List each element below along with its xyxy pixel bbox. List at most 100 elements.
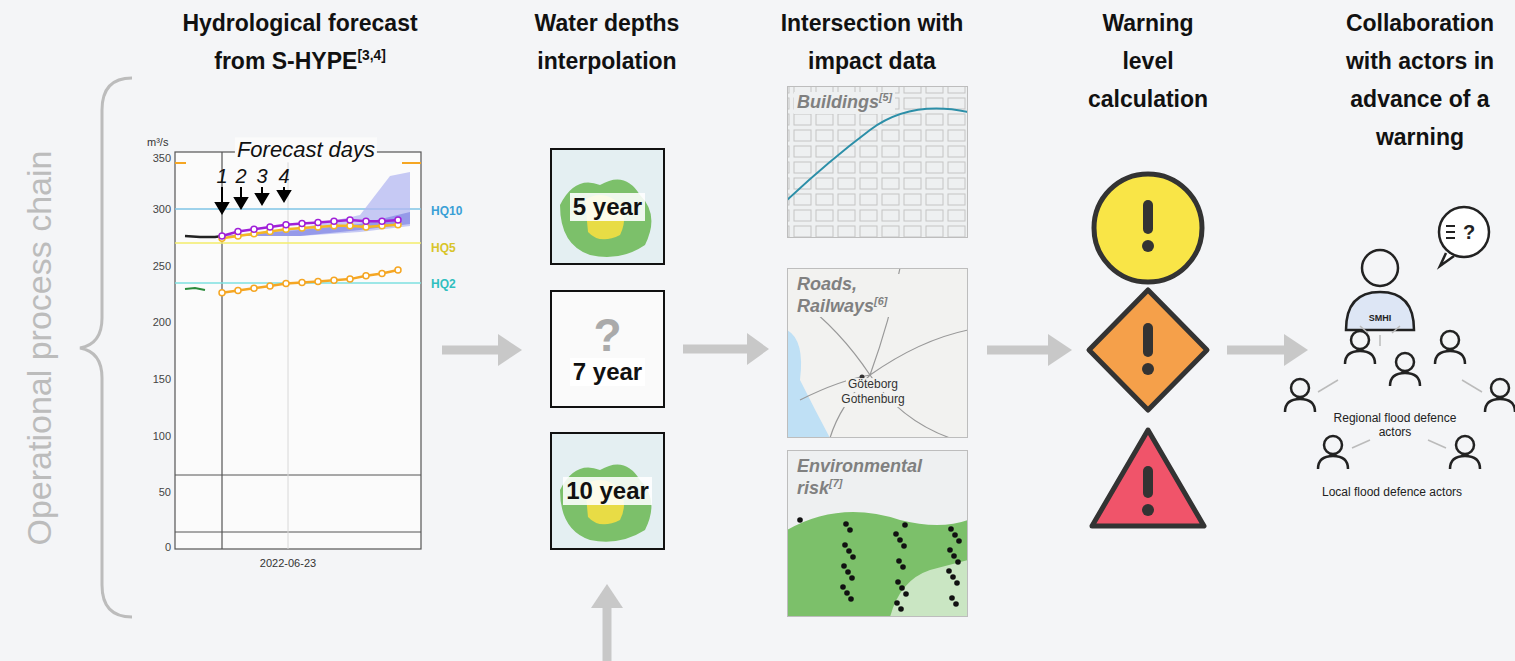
brace	[80, 78, 132, 617]
person-icon	[1324, 436, 1342, 454]
return-period: 5 year	[570, 193, 645, 221]
hydrograph	[175, 152, 421, 549]
person-icon	[1291, 379, 1309, 397]
flow-arrow	[442, 334, 1308, 661]
actor-network	[1462, 380, 1482, 392]
reference: [3,4]	[357, 48, 385, 63]
risk-dot	[847, 527, 853, 533]
axis-tick: 150	[153, 373, 171, 386]
axis-tick: 100	[153, 429, 171, 441]
forecast-low	[267, 283, 273, 289]
axis-tick: 50	[159, 486, 171, 498]
forecast-low	[315, 278, 321, 284]
hydrograph	[175, 532, 421, 533]
hydrograph	[222, 172, 410, 236]
risk-dot	[902, 522, 908, 528]
actor-network	[1439, 207, 1489, 257]
axis-tick: 200	[153, 316, 171, 329]
arrow-head	[747, 333, 769, 365]
threshold-label: HQ5	[431, 241, 456, 255]
forecast-low	[395, 267, 401, 273]
question-mark: ?	[593, 312, 621, 358]
actor-network	[1346, 292, 1414, 330]
flow-arrow	[683, 333, 769, 365]
reference: [7]	[829, 477, 842, 489]
hydrograph	[219, 217, 401, 296]
risk-dot	[946, 568, 952, 574]
forecast-day: 4	[278, 165, 289, 187]
forecast-day: 2	[235, 165, 246, 188]
flow-arrow	[1227, 346, 1286, 355]
actor-network	[1446, 225, 1455, 227]
roads-map	[787, 268, 968, 438]
hydrograph	[185, 236, 222, 237]
actor-label: Regional flood defence actors	[1334, 411, 1457, 439]
hydrograph	[256, 194, 268, 204]
risk-dot	[901, 543, 907, 549]
risk-dot	[899, 585, 905, 591]
axis-tick: 350	[153, 152, 171, 165]
forecast-day: 4	[278, 165, 289, 188]
forecast-median	[331, 218, 337, 224]
flow-arrow	[603, 606, 612, 661]
threshold-label: HQ5	[431, 242, 456, 256]
actor-network	[1446, 237, 1455, 239]
agency-name: SMHI	[1369, 313, 1392, 323]
depth-map	[552, 150, 663, 263]
depth-map	[552, 292, 663, 406]
threshold-label: HQ2	[431, 277, 456, 291]
actor-label: Regional flood defence actors	[1320, 412, 1470, 440]
hydrograph	[278, 191, 290, 201]
actor-network	[1428, 440, 1446, 448]
risk-dot	[850, 554, 856, 560]
forecast-low	[235, 287, 241, 293]
threshold-label: HQ2	[431, 278, 456, 292]
warning-icons	[1089, 290, 1207, 410]
exclamation-mark	[1142, 200, 1154, 516]
column-heading: Hydrological forecast from S-HYPE[3,4]	[182, 10, 417, 74]
risk-dot	[846, 548, 852, 554]
flow-arrow	[1284, 334, 1308, 366]
actor-network	[1285, 331, 1515, 469]
buildings-map	[787, 109, 968, 200]
forecast-mid	[222, 225, 398, 239]
flow-arrow	[442, 346, 500, 355]
forecast-median	[219, 233, 225, 239]
forecast-median	[267, 224, 273, 230]
person-icon	[1318, 456, 1348, 469]
risk-dot	[956, 538, 962, 544]
forecast-low	[283, 281, 289, 287]
risk-dot	[894, 600, 900, 606]
person-icon	[1485, 399, 1515, 412]
depth-map	[552, 150, 663, 548]
actor-network	[1285, 207, 1515, 469]
actor-network	[1392, 326, 1400, 333]
risk-dot	[947, 547, 953, 553]
person-icon	[1351, 331, 1369, 349]
threshold-label: HQ10	[431, 204, 462, 218]
flow-arrow	[498, 334, 522, 366]
person-icon	[1390, 373, 1420, 386]
forecast-low	[299, 280, 305, 286]
return-period: 10 year	[563, 477, 652, 505]
forecast-day: 1	[216, 165, 227, 188]
person-icon	[1285, 399, 1315, 412]
warning-icons	[1092, 430, 1204, 526]
forecast-median	[283, 222, 289, 228]
forecast-low	[219, 290, 225, 296]
forecast-median	[379, 218, 385, 224]
forecast-median	[299, 221, 305, 227]
chart-annotation: Forecast days	[235, 137, 377, 162]
flow-arrow	[1048, 334, 1072, 366]
depth-map	[552, 434, 663, 548]
hydrograph	[288, 152, 289, 549]
panel-title: Buildings[5]	[794, 92, 895, 114]
risk-dot	[896, 558, 902, 564]
panel-title-text: Environmental risk	[797, 456, 922, 498]
risk-dot	[955, 559, 961, 565]
axis-unit: m³/s	[147, 136, 168, 149]
forecast-median	[363, 218, 369, 224]
forecast-median	[315, 219, 321, 225]
